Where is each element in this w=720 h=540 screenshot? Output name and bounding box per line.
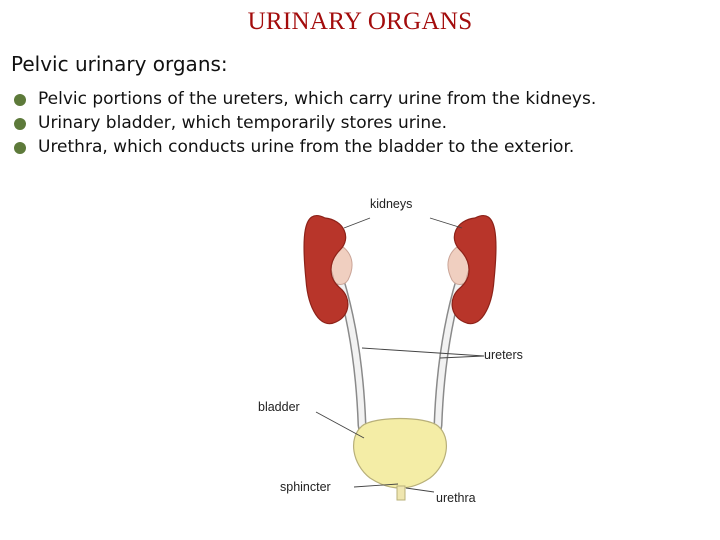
bullet-item: Urinary bladder, which temporarily store… — [14, 112, 596, 136]
label-kidneys: kidneys — [370, 197, 412, 211]
urinary-diagram-svg: kidneys ureters bladder sphincter urethr… — [258, 197, 523, 505]
bullet-text: Pelvic portions of the ureters, which ca… — [38, 89, 597, 109]
section-heading: Pelvic urinary organs: — [11, 52, 228, 76]
label-sphincter: sphincter — [280, 480, 331, 494]
bullet-text: Urinary bladder, which temporarily store… — [38, 113, 448, 133]
urinary-diagram: kidneys ureters bladder sphincter urethr… — [240, 180, 560, 510]
left-kidney — [303, 215, 349, 325]
label-ureters: ureters — [484, 348, 523, 362]
leader-lines — [315, 217, 485, 493]
bullet-item: Pelvic portions of the ureters, which ca… — [14, 88, 596, 112]
urethra-drawing — [396, 485, 406, 501]
bullet-icon — [14, 142, 26, 154]
bullet-icon — [14, 94, 26, 106]
right-kidney — [451, 215, 497, 325]
bladder-drawing — [353, 417, 447, 489]
slide-title: URINARY ORGANS — [247, 8, 473, 35]
bullet-list: Pelvic portions of the ureters, which ca… — [14, 88, 596, 160]
bullet-icon — [14, 118, 26, 130]
bullet-item: Urethra, which conducts urine from the b… — [14, 136, 596, 160]
bullet-text: Urethra, which conducts urine from the b… — [38, 137, 575, 157]
label-bladder: bladder — [258, 400, 300, 414]
label-urethra: urethra — [436, 491, 476, 505]
